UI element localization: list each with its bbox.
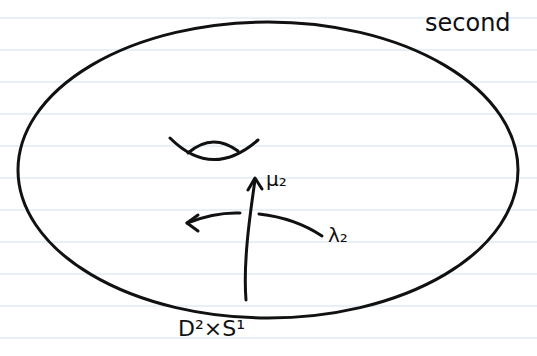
- torus-outline: [18, 22, 518, 318]
- rule-line: [0, 146, 537, 147]
- rule-line: [0, 210, 537, 211]
- meridian-label: μ₂: [266, 168, 287, 191]
- torus-hole-lower: [170, 138, 258, 160]
- meridian-curve: [245, 180, 255, 300]
- space-label: D²×S¹: [178, 316, 245, 341]
- rule-line: [0, 274, 537, 275]
- torus-hole-upper: [188, 142, 238, 153]
- corner-note: second: [425, 10, 511, 38]
- rule-line: [0, 114, 537, 115]
- rule-line: [0, 50, 537, 51]
- meridian-arrowhead: [248, 178, 262, 190]
- rule-line: [0, 82, 537, 83]
- rule-line: [0, 306, 537, 307]
- longitude-label: λ₂: [328, 224, 348, 247]
- rule-line: [0, 338, 537, 339]
- rule-line: [0, 242, 537, 243]
- notebook-rules: [0, 18, 537, 338]
- longitude-curve: [259, 214, 322, 236]
- longitude-arrowhead: [187, 215, 198, 231]
